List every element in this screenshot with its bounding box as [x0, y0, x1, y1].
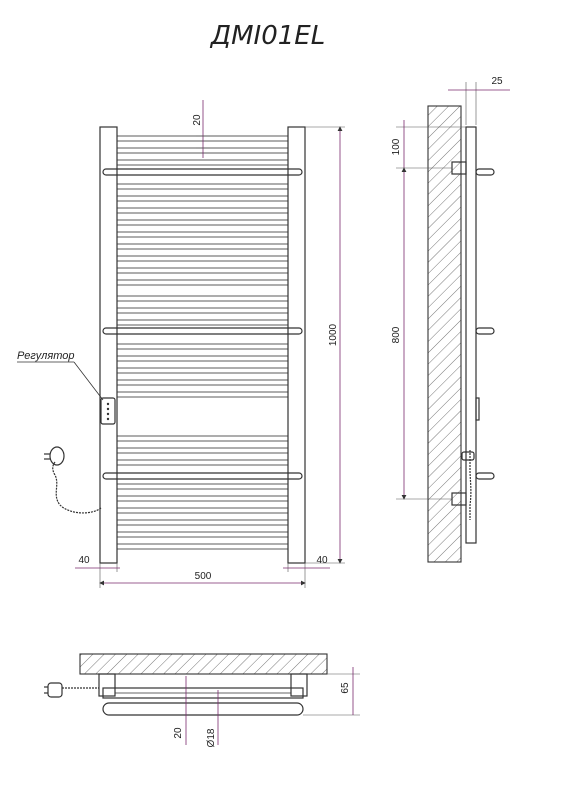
- dim-mount-spacing: 800: [391, 326, 402, 343]
- towel-bars: [116, 135, 289, 550]
- towel-bar: [116, 543, 289, 550]
- left-rail: [99, 126, 118, 564]
- dim-bar-gap-front: 20: [192, 114, 203, 126]
- towel-bar: [116, 255, 289, 262]
- towel-bar: [116, 483, 289, 490]
- towel-bar: [116, 267, 289, 274]
- towel-bar: [116, 355, 289, 362]
- towel-bar: [116, 367, 289, 374]
- dim-width: 500: [195, 571, 212, 582]
- wall-top: [79, 653, 328, 675]
- towel-bar: [116, 507, 289, 514]
- towel-bar: [116, 459, 289, 466]
- towel-bar: [116, 231, 289, 238]
- power-cable: [52, 461, 102, 514]
- towel-bar: [116, 207, 289, 214]
- towel-bar: [116, 183, 289, 190]
- side-rail: [465, 126, 477, 544]
- towel-bar: [116, 243, 289, 250]
- towel-bar: [116, 135, 289, 142]
- right-rail: [287, 126, 306, 564]
- dim-depth: 65: [340, 682, 351, 694]
- towel-bar: [116, 531, 289, 538]
- towel-bar: [116, 447, 289, 454]
- plug-icon-top: [44, 682, 99, 698]
- side-view: 25 100 800: [391, 76, 510, 563]
- model-title: ДМІ01EL: [210, 21, 325, 51]
- dim-top: 100: [391, 138, 402, 155]
- towel-bar: [116, 307, 289, 314]
- towel-bar: [116, 435, 289, 442]
- towel-bar: [116, 159, 289, 166]
- round-bar-top: [102, 168, 303, 176]
- top-bar-back: [102, 687, 304, 699]
- towel-bar: [116, 343, 289, 350]
- towel-bar: [116, 319, 289, 326]
- wall-side: [427, 105, 462, 563]
- regulator-label: Регулятор: [17, 350, 75, 362]
- towel-bar: [116, 295, 289, 302]
- plug-icon: [44, 446, 65, 466]
- towel-bar: [116, 279, 289, 286]
- dim-height: 1000: [328, 323, 339, 346]
- dim-wall-gap: 25: [491, 76, 503, 87]
- round-bar-bottom: [102, 472, 303, 480]
- front-view: Регулятор 20 1000 40 40 500: [17, 100, 345, 588]
- dim-bar-gap-top: 20: [173, 727, 184, 739]
- top-bar-front: [102, 702, 304, 716]
- towel-bar: [116, 379, 289, 386]
- towel-bar: [116, 147, 289, 154]
- towel-bar: [116, 495, 289, 502]
- dim-left-offset: 40: [78, 555, 90, 566]
- towel-bar: [116, 391, 289, 398]
- towel-bar: [116, 219, 289, 226]
- regulator-box: [100, 397, 116, 425]
- dim-right-offset: 40: [316, 555, 328, 566]
- towel-bar: [116, 195, 289, 202]
- dim-diameter: Ø18: [206, 728, 217, 747]
- round-bar-middle: [102, 327, 303, 335]
- top-view: 65 20 Ø18: [44, 653, 360, 747]
- towel-bar: [116, 519, 289, 526]
